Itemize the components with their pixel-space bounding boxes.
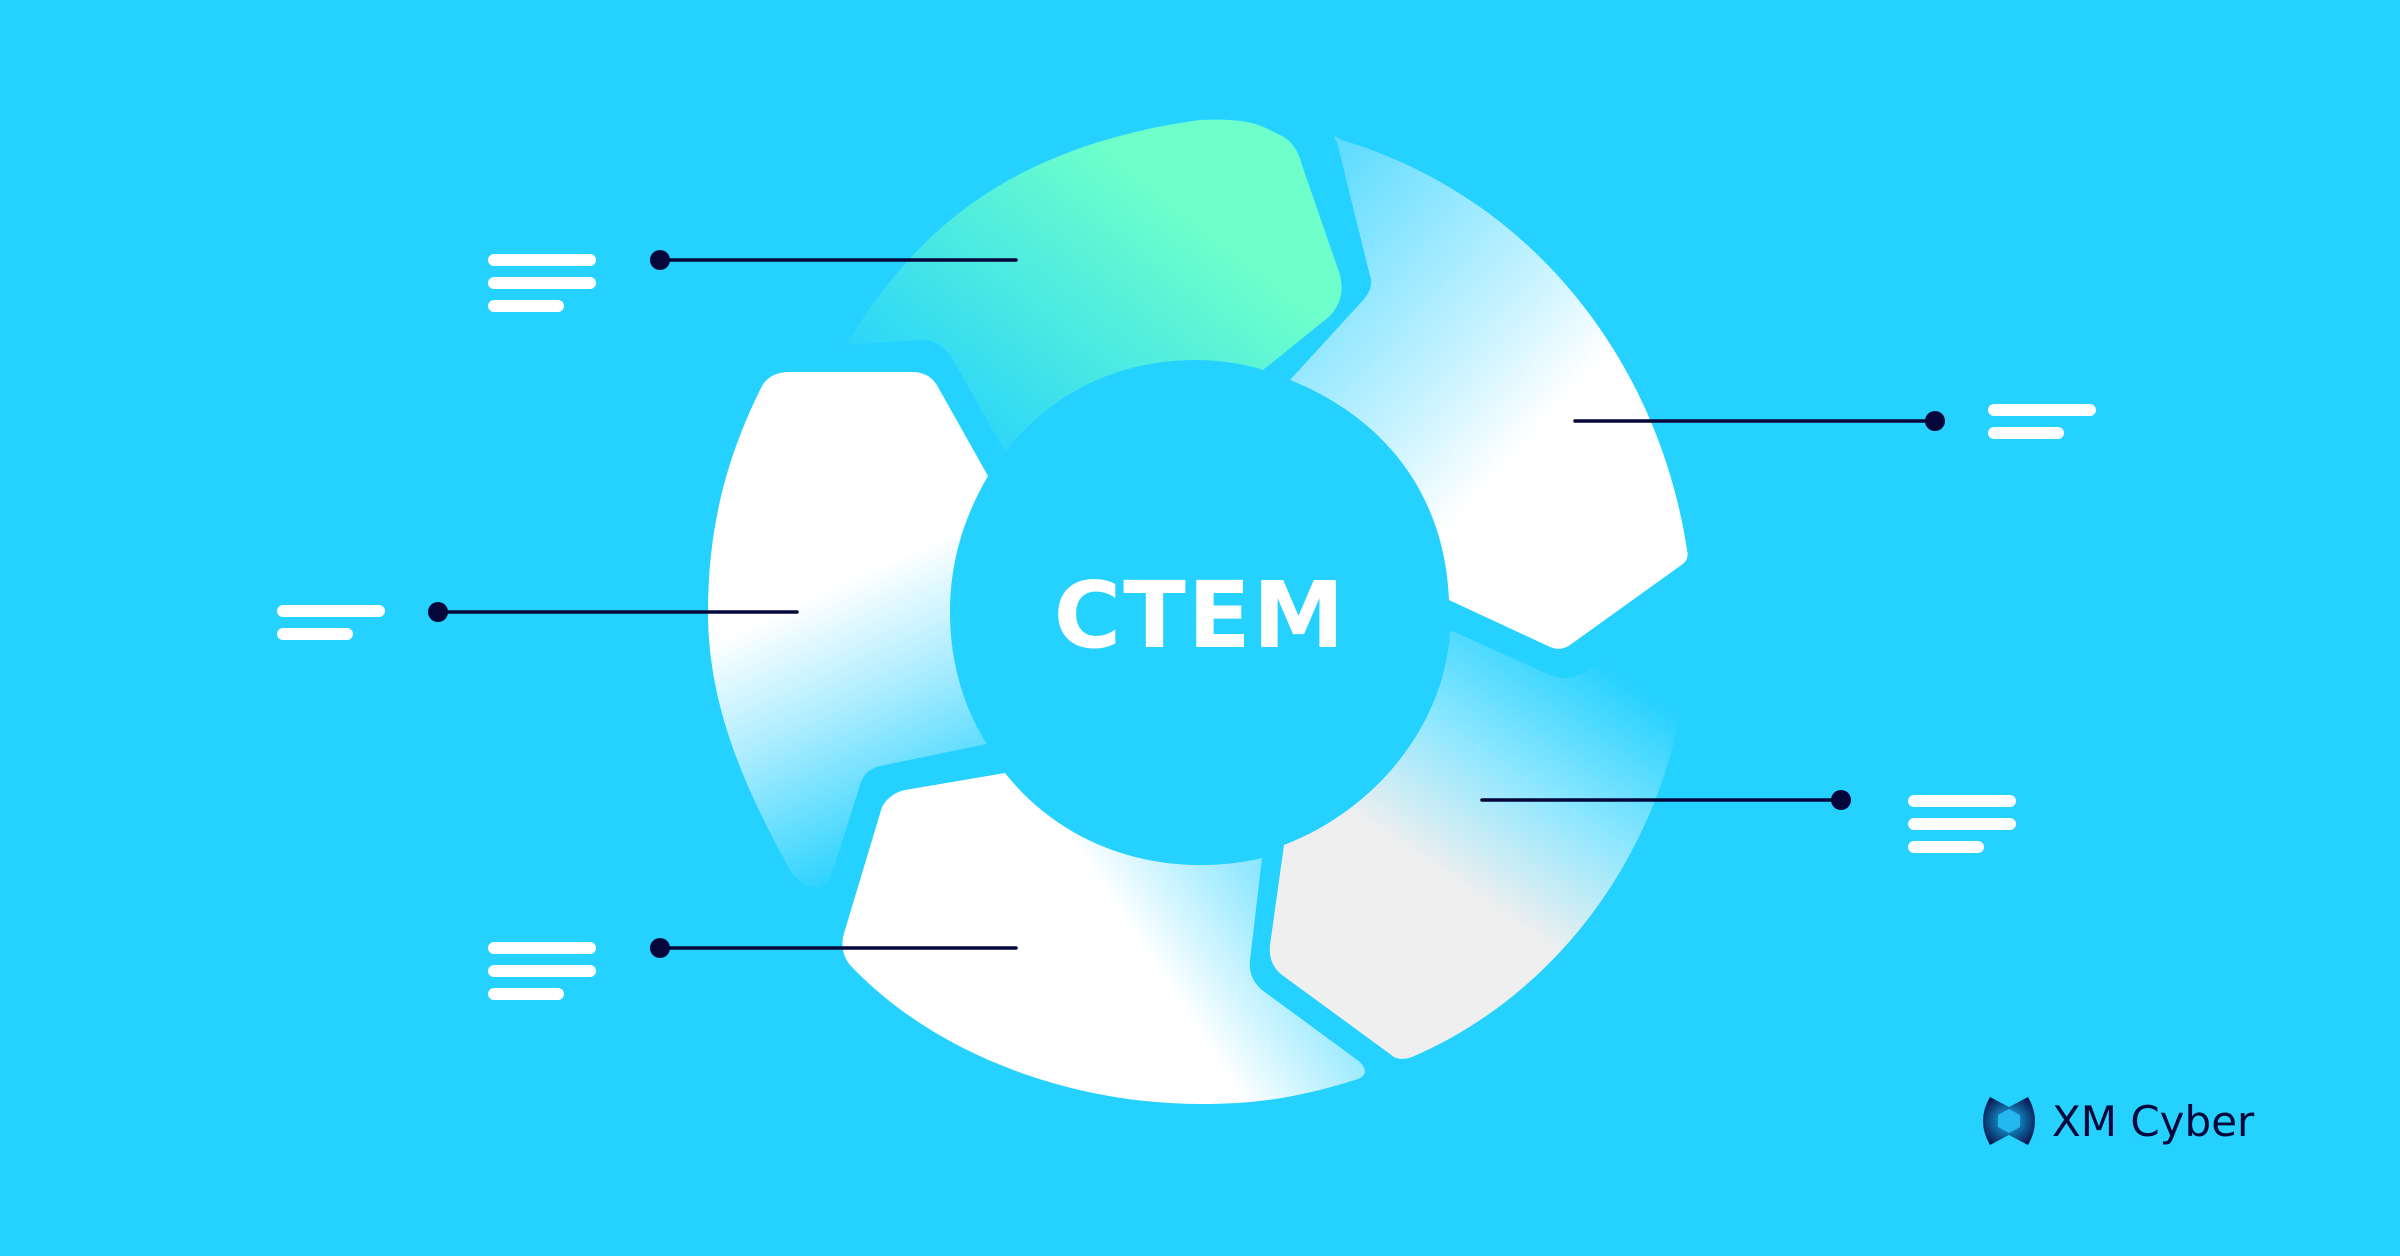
callout-line-bottom (650, 938, 1018, 958)
text-line-placeholder (488, 254, 596, 266)
text-line-placeholder (488, 965, 596, 977)
callout-text-right-lower (1908, 795, 2016, 864)
callout-text-top-left (488, 254, 596, 323)
text-line-placeholder (1908, 818, 2016, 830)
text-line-placeholder (1988, 404, 2096, 416)
callout-line-top (650, 250, 1018, 270)
callout-text-left (277, 605, 385, 651)
xm-cyber-logo-icon (1983, 1097, 2035, 1145)
text-line-placeholder (488, 277, 596, 289)
brand-name: XM Cyber (2052, 1096, 2255, 1146)
text-line-placeholder (277, 605, 385, 617)
callout-text-right-upper (1988, 404, 2096, 450)
text-line-placeholder (488, 988, 564, 1000)
text-line-placeholder (488, 942, 596, 954)
segment-left (708, 372, 988, 888)
text-line-placeholder (277, 628, 353, 640)
callout-line-right-upper (1573, 411, 1945, 431)
callout-text-bottom-left (488, 942, 596, 1011)
text-line-placeholder (1908, 795, 2016, 807)
callout-line-right-lower (1480, 790, 1851, 810)
text-line-placeholder (488, 300, 564, 312)
segment-right-lower (1269, 625, 1685, 1059)
text-line-placeholder (1988, 427, 2064, 439)
segment-top (845, 119, 1342, 452)
segment-bottom (842, 773, 1365, 1104)
brand-logo: XM Cyber (1980, 1095, 2254, 1147)
callout-line-left (428, 602, 799, 622)
text-line-placeholder (1908, 841, 1984, 853)
diagram-title: CTEM (1053, 561, 1347, 669)
segment-right-upper (1290, 136, 1688, 649)
